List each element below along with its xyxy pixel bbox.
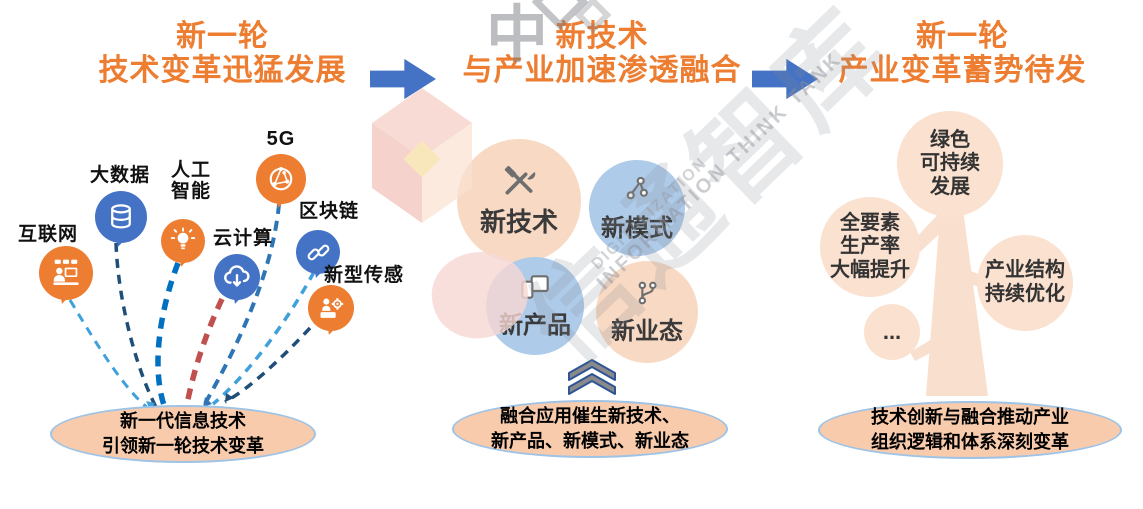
leaf-4-line-1: ... — [882, 319, 902, 345]
bubble-label-cloud: 云计算 — [212, 228, 273, 249]
bubble-label-blockchain: 区块链 — [298, 201, 359, 222]
bubble-label-internet: 互联网 — [17, 224, 78, 245]
leaf-more-dots: ... — [864, 304, 920, 360]
branch-icon — [638, 281, 657, 304]
leaf-2-line-3: 大幅提升 — [830, 258, 910, 281]
leaf-2-line-2: 生产率 — [840, 235, 900, 258]
bubble-bigdata — [95, 191, 147, 243]
double-chevron-up-icon — [568, 359, 616, 395]
share-icon — [626, 176, 648, 199]
bubble-sensor — [308, 285, 354, 331]
devices-icon — [521, 274, 549, 299]
tree-trunk — [910, 202, 998, 396]
conclusion-right-line-1: 技术创新与融合推动产业 — [871, 407, 1069, 428]
header-1-line-2: 技术变革迅猛发展 — [98, 54, 347, 87]
header-2-line-2: 与产业加速渗透融合 — [462, 54, 742, 87]
header-3-line-2: 产业变革蓄势待发 — [838, 54, 1087, 87]
chain-link-icon — [307, 244, 329, 260]
conclusion-middle-line-1: 融合应用催生新技术、 — [500, 406, 680, 427]
header-tech-revolution: 新一轮 技术变革迅猛发展 — [60, 20, 385, 88]
conclusion-middle-line-2: 新产品、新模式、新业态 — [491, 431, 689, 451]
database-icon — [111, 204, 131, 229]
bubble-5g — [256, 154, 306, 204]
globe-icon — [269, 166, 293, 191]
leaf-3-line-2: 持续优化 — [985, 283, 1065, 305]
conclusion-left-line-2: 引领新一轮技术变革 — [102, 436, 264, 456]
conclusion-right-line-2: 组织逻辑和体系深刻变革 — [871, 432, 1069, 452]
bubble-label-bigdata: 大数据 — [89, 165, 150, 186]
header-industry-fusion: 新技术 与产业加速渗透融合 — [442, 20, 762, 88]
leaf-2-line-1: 全要素 — [840, 211, 900, 234]
bubble-internet — [39, 246, 93, 300]
circle-label-new-model: 新模式 — [601, 214, 673, 242]
circle-label-new-business: 新业态 — [611, 317, 683, 345]
circle-label-new-technology: 新技术 — [479, 206, 558, 237]
circle-new-product: 新产品 — [486, 257, 584, 355]
circle-label-new-product: 新产品 — [499, 311, 571, 339]
internet-icon — [53, 259, 79, 285]
ai-label-line-2: 智能 — [170, 181, 211, 203]
bubble-label-ai: 人工 智能 — [163, 160, 219, 203]
header-2-line-1: 新技术 — [555, 20, 649, 53]
cloud-icon — [224, 265, 250, 287]
circle-new-business: 新业态 — [596, 261, 698, 363]
header-3-line-1: 新一轮 — [916, 20, 1009, 53]
circle-new-model: 新模式 — [589, 160, 685, 256]
leaf-green-sustainable: 绿色 可持续 发展 — [897, 111, 1003, 217]
ai-bulb-icon — [170, 227, 196, 250]
bubble-cloud — [214, 254, 260, 300]
leaf-3-line-1: 产业结构 — [985, 259, 1065, 282]
bubble-label-5g: 5G — [266, 128, 296, 150]
bubble-label-sensor: 新型传感 — [323, 265, 404, 286]
header-1-line-1: 新一轮 — [176, 20, 269, 53]
leaf-1-line-3: 发展 — [930, 175, 970, 198]
tools-icon — [504, 165, 536, 195]
bubble-blockchain — [296, 230, 340, 274]
leaf-productivity: 全要素 生产率 大幅提升 — [820, 197, 920, 297]
ai-label-line-1: 人工 — [170, 160, 211, 181]
bubble-ai — [161, 219, 205, 263]
leaf-1-line-1: 绿色 — [930, 128, 970, 151]
circle-new-technology: 新技术 — [457, 139, 581, 263]
conclusion-left-line-1: 新一代信息技术 — [120, 411, 246, 432]
leaf-industry-structure: 产业结构 持续优化 — [977, 235, 1073, 331]
sensor-icon — [320, 298, 344, 318]
conclusion-middle-ellipse: 融合应用催生新技术、 新产品、新模式、新业态 — [452, 400, 728, 458]
conclusion-left-ellipse: 新一代信息技术 引领新一轮技术变革 — [50, 405, 316, 463]
conclusion-right-ellipse: 技术创新与融合推动产业 组织逻辑和体系深刻变革 — [818, 401, 1122, 459]
converging-dashed-lines — [68, 203, 316, 412]
leaf-1-line-2: 可持续 — [920, 152, 980, 175]
header-industry-change: 新一轮 产业变革蓄势待发 — [805, 20, 1120, 88]
